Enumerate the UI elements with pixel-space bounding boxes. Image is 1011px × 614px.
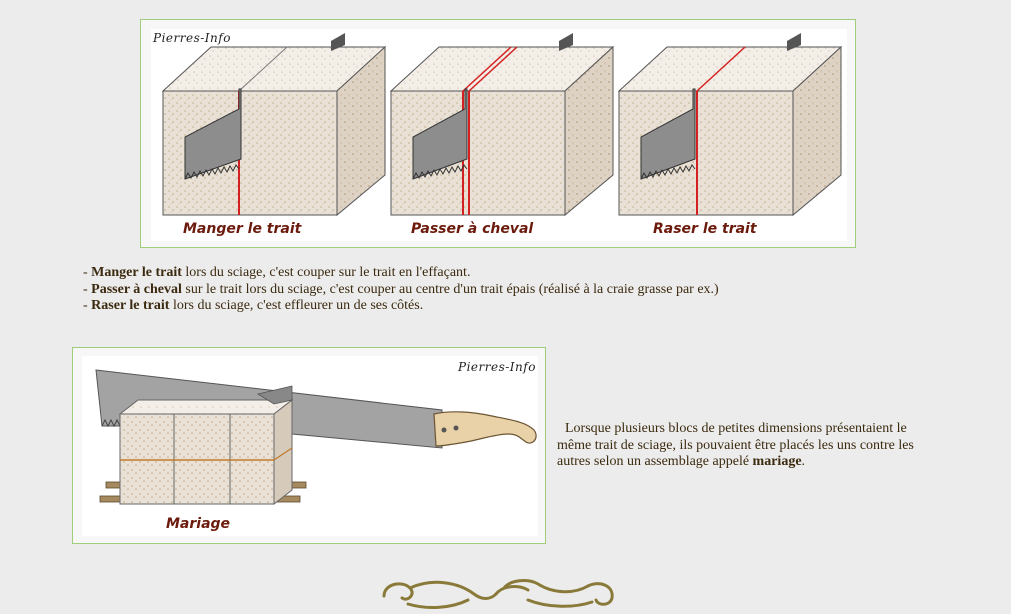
caption-mariage: Mariage xyxy=(166,516,231,532)
mariage-figure-frame: Pierres-Info xyxy=(72,347,546,544)
description-line: - Manger le trait lors du sciage, c'est … xyxy=(83,265,719,282)
bullet-prefix: - xyxy=(83,265,92,280)
description-text: lors du sciage, c'est couper sur le trai… xyxy=(181,265,471,280)
term-mariage: mariage xyxy=(752,454,802,469)
figure-logo: Pierres-Info xyxy=(458,360,536,374)
figure-logo: Pierres-Info xyxy=(153,31,231,45)
saw-cut-illustration xyxy=(161,33,843,217)
caption-cheval: Passer à cheval xyxy=(411,221,534,237)
paragraph-end: . xyxy=(801,454,806,469)
caption-manger: Manger le trait xyxy=(183,221,302,237)
handle-rivet xyxy=(441,427,447,433)
block-raser xyxy=(617,33,843,217)
saw-cut-figure: Pierres-Info xyxy=(151,29,847,241)
caption-raser: Raser le trait xyxy=(653,221,757,237)
block-manger xyxy=(161,33,387,217)
description-text: sur le trait lors du sciage, c'est coupe… xyxy=(181,281,719,297)
handle-rivet xyxy=(453,425,459,431)
term-cheval: Passer à cheval xyxy=(91,281,182,297)
bullet-prefix: - xyxy=(83,298,92,313)
description-line: - Passer à cheval sur le trait lors du s… xyxy=(83,282,719,299)
term-manger: Manger le trait xyxy=(91,265,182,280)
cut-descriptions: - Manger le trait lors du sciage, c'est … xyxy=(83,265,719,315)
stone-blocks xyxy=(118,385,294,506)
mariage-illustration xyxy=(95,369,537,506)
scroll-ornament-icon xyxy=(382,579,614,609)
mariage-figure: Pierres-Info xyxy=(82,356,538,536)
saw-cut-figure-frame: Pierres-Info xyxy=(140,19,856,248)
term-raser: Raser le trait xyxy=(91,298,170,313)
ornament-divider xyxy=(378,574,618,614)
saw-handle xyxy=(433,411,537,447)
paragraph-text: Lorsque plusieurs blocs de petites dimen… xyxy=(557,421,914,469)
bullet-prefix: - xyxy=(83,281,92,297)
description-text: lors du sciage, c'est effleurer un de se… xyxy=(169,298,424,313)
description-line: - Raser le trait lors du sciage, c'est e… xyxy=(83,298,719,315)
block-cheval xyxy=(389,33,615,217)
mariage-paragraph: Lorsque plusieurs blocs de petites dimen… xyxy=(557,421,927,471)
